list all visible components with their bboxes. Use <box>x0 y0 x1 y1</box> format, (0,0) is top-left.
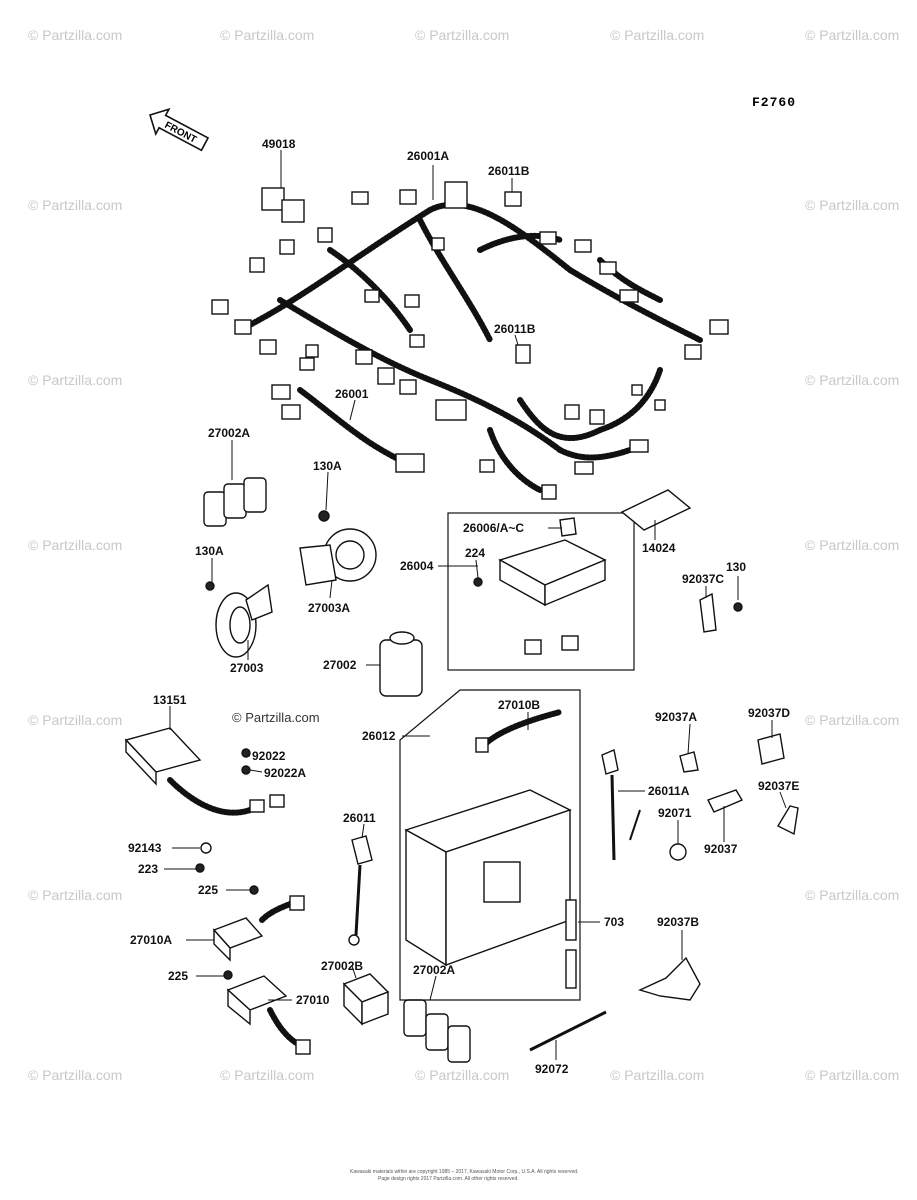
relay-set-27002A-top <box>203 477 267 527</box>
part-label-224: 224 <box>465 546 485 560</box>
watermark: © Partzilla.com <box>28 372 122 388</box>
watermark: © Partzilla.com <box>610 27 704 43</box>
screw-223 <box>195 863 205 873</box>
part-label-92072: 92072 <box>535 1062 569 1076</box>
watermark: © Partzilla.com <box>805 537 899 553</box>
part-label-92037B: 92037B <box>657 915 699 929</box>
junction-box-26004 <box>447 512 635 671</box>
part-label-92037D: 92037D <box>748 706 790 720</box>
part-label-27002A-bottom: 27002A <box>413 963 455 977</box>
bracket-92037B <box>638 956 701 1001</box>
figure-code: F2760 <box>752 95 796 110</box>
leader-lines <box>164 150 787 1060</box>
clamp-92037D <box>757 733 785 765</box>
part-label-92071: 92071 <box>658 806 692 820</box>
relay-set-27002A-bottom <box>403 999 471 1063</box>
bolt-225-bottom <box>223 970 233 980</box>
band-92072 <box>529 1010 607 1052</box>
grommet-92143 <box>200 842 212 854</box>
relay-27002B <box>342 973 390 1026</box>
watermark-layer: © Partzilla.com © Partzilla.com © Partzi… <box>28 27 899 1083</box>
part-label-26004: 26004 <box>400 559 434 573</box>
part-label-92143: 92143 <box>128 841 162 855</box>
watermark: © Partzilla.com <box>28 537 122 553</box>
clamp-92037E <box>777 805 799 836</box>
part-label-27002: 27002 <box>323 658 357 672</box>
part-label-130A-left: 130A <box>195 544 224 558</box>
watermark: © Partzilla.com <box>220 27 314 43</box>
watermark: © Partzilla.com <box>805 1067 899 1083</box>
part-label-27010A: 27010A <box>130 933 172 947</box>
rectifier-27010A <box>212 895 305 962</box>
watermark: © Partzilla.com <box>805 712 899 728</box>
part-label-26001A: 26001A <box>407 149 449 163</box>
front-arrow-icon: FRONT <box>149 107 210 152</box>
clamp-92037 <box>707 789 744 813</box>
igniter-13151 <box>124 727 285 816</box>
relay-27002 <box>379 631 423 697</box>
watermark: © Partzilla.com <box>28 712 122 728</box>
part-label-27002B: 27002B <box>321 959 363 973</box>
watermark: © Partzilla.com <box>28 1067 122 1083</box>
part-label-92022A: 92022A <box>264 766 306 780</box>
part-label-92037E: 92037E <box>758 779 799 793</box>
part-label-703: 703 <box>604 915 624 929</box>
breather-tube-703 <box>565 899 577 989</box>
part-label-26011B-top: 26011B <box>488 164 530 178</box>
part-label-92037A: 92037A <box>655 710 697 724</box>
part-label-92037C: 92037C <box>682 572 724 586</box>
watermark: © Partzilla.com <box>805 197 899 213</box>
part-label-130: 130 <box>726 560 746 574</box>
cable-26011 <box>348 835 373 946</box>
clamp-92037C <box>699 592 743 633</box>
part-label-225-top: 225 <box>198 883 218 897</box>
clamp-92037A <box>679 751 699 773</box>
watermark: © Partzilla.com <box>28 197 122 213</box>
center-watermark: © Partzilla.com <box>232 710 320 725</box>
watermark: © Partzilla.com <box>805 27 899 43</box>
part-label-13151: 13151 <box>153 693 187 707</box>
part-label-26011B-mid: 26011B <box>494 322 536 336</box>
part-label-27002A-top: 27002A <box>208 426 250 440</box>
part-label-26012: 26012 <box>362 729 396 743</box>
part-label-27010B: 27010B <box>498 698 540 712</box>
watermark: © Partzilla.com <box>805 887 899 903</box>
battery-26012 <box>399 689 581 1001</box>
part-label-225-bottom: 225 <box>168 969 188 983</box>
footer-line-1: Kawasaki materials within are copyright … <box>350 1169 578 1175</box>
part-label-14024: 14024 <box>642 541 676 555</box>
grommet-92071 <box>669 843 687 861</box>
part-label-27010: 27010 <box>296 993 330 1007</box>
main-harness <box>211 181 729 500</box>
watermark: © Partzilla.com <box>805 372 899 388</box>
part-label-92022: 92022 <box>252 749 286 763</box>
cable-26011A <box>601 749 641 861</box>
part-label-130A-top: 130A <box>313 459 342 473</box>
part-label-26006: 26006/A~C <box>463 521 524 535</box>
relay-49018 <box>261 187 305 223</box>
watermark: © Partzilla.com <box>415 27 509 43</box>
part-label-223: 223 <box>138 862 158 876</box>
footer-line-2: Page design rights 2017 Partzilla.com. A… <box>378 1176 519 1182</box>
watermark: © Partzilla.com <box>28 887 122 903</box>
part-label-26011A: 26011A <box>648 784 690 798</box>
watermark: © Partzilla.com <box>220 1067 314 1083</box>
part-label-27003A: 27003A <box>308 601 350 615</box>
bolt-225-top <box>249 885 259 895</box>
part-labels: 49018 26001A 26011B 26011B 26001 27002A … <box>128 137 799 1076</box>
horn-27003A <box>299 510 377 586</box>
part-label-49018: 49018 <box>262 137 296 151</box>
label-14024 <box>620 489 692 531</box>
regulator-27010 <box>226 975 311 1055</box>
part-label-26001: 26001 <box>335 387 369 401</box>
watermark: © Partzilla.com <box>610 1067 704 1083</box>
part-label-27003: 27003 <box>230 661 264 675</box>
horn-27003 <box>205 581 273 658</box>
watermark: © Partzilla.com <box>415 1067 509 1083</box>
part-label-26011: 26011 <box>343 811 376 825</box>
part-label-92037: 92037 <box>704 842 738 856</box>
watermark: © Partzilla.com <box>28 27 122 43</box>
